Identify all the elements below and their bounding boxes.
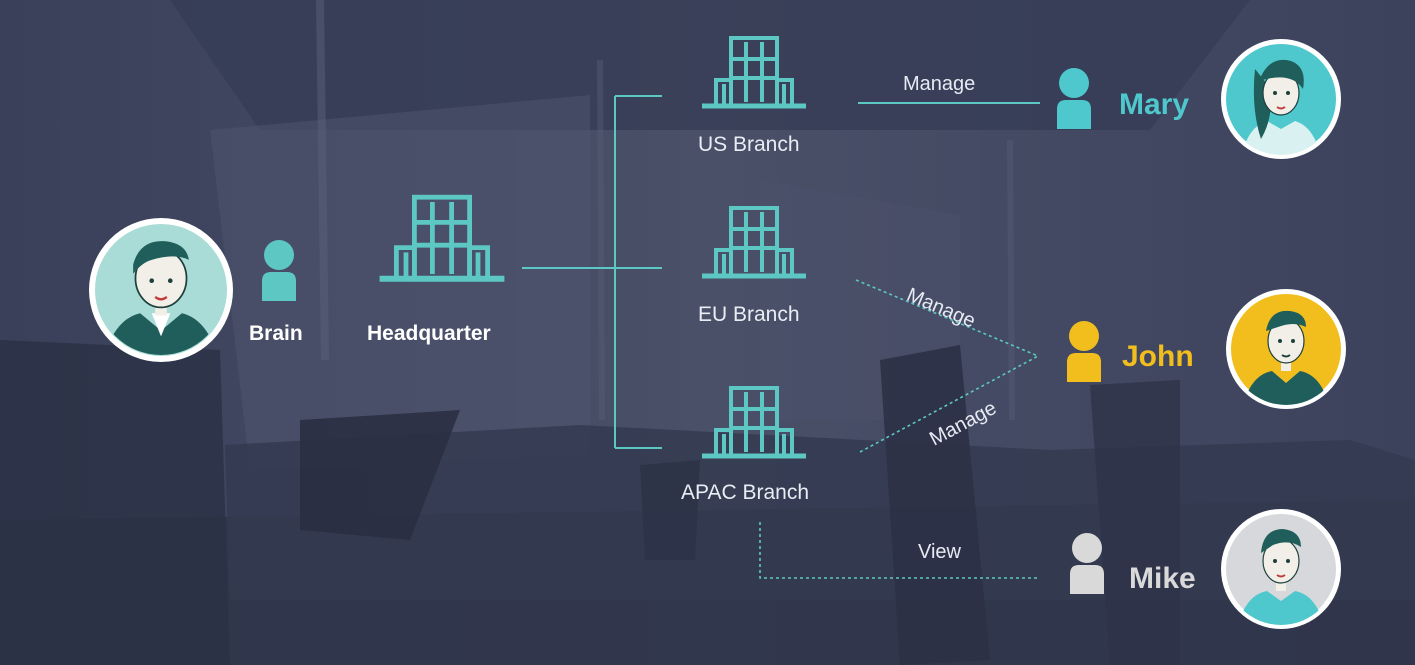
connectors <box>522 95 1040 579</box>
us-branch-label: US Branch <box>698 133 800 156</box>
eu-branch-label: EU Branch <box>698 303 800 326</box>
headquarter-label: Headquarter <box>367 322 491 345</box>
john-name-label: John <box>1122 340 1194 373</box>
us-mary-relation-label: Manage <box>903 73 976 95</box>
apac-branch-label: APAC Branch <box>681 481 809 504</box>
mike-name-label: Mike <box>1129 562 1196 595</box>
mike-avatar <box>1221 509 1341 629</box>
apac-john-line <box>859 355 1039 453</box>
john-avatar <box>1226 289 1346 409</box>
apac-mike-line <box>759 522 1040 579</box>
eu-john-line <box>855 279 1039 357</box>
mary-name-label: Mary <box>1119 88 1190 121</box>
brain-avatar <box>89 218 233 362</box>
apac-mike-relation-label: View <box>918 541 961 563</box>
brain-name-label: Brain <box>249 322 303 345</box>
mary-avatar <box>1221 39 1341 159</box>
